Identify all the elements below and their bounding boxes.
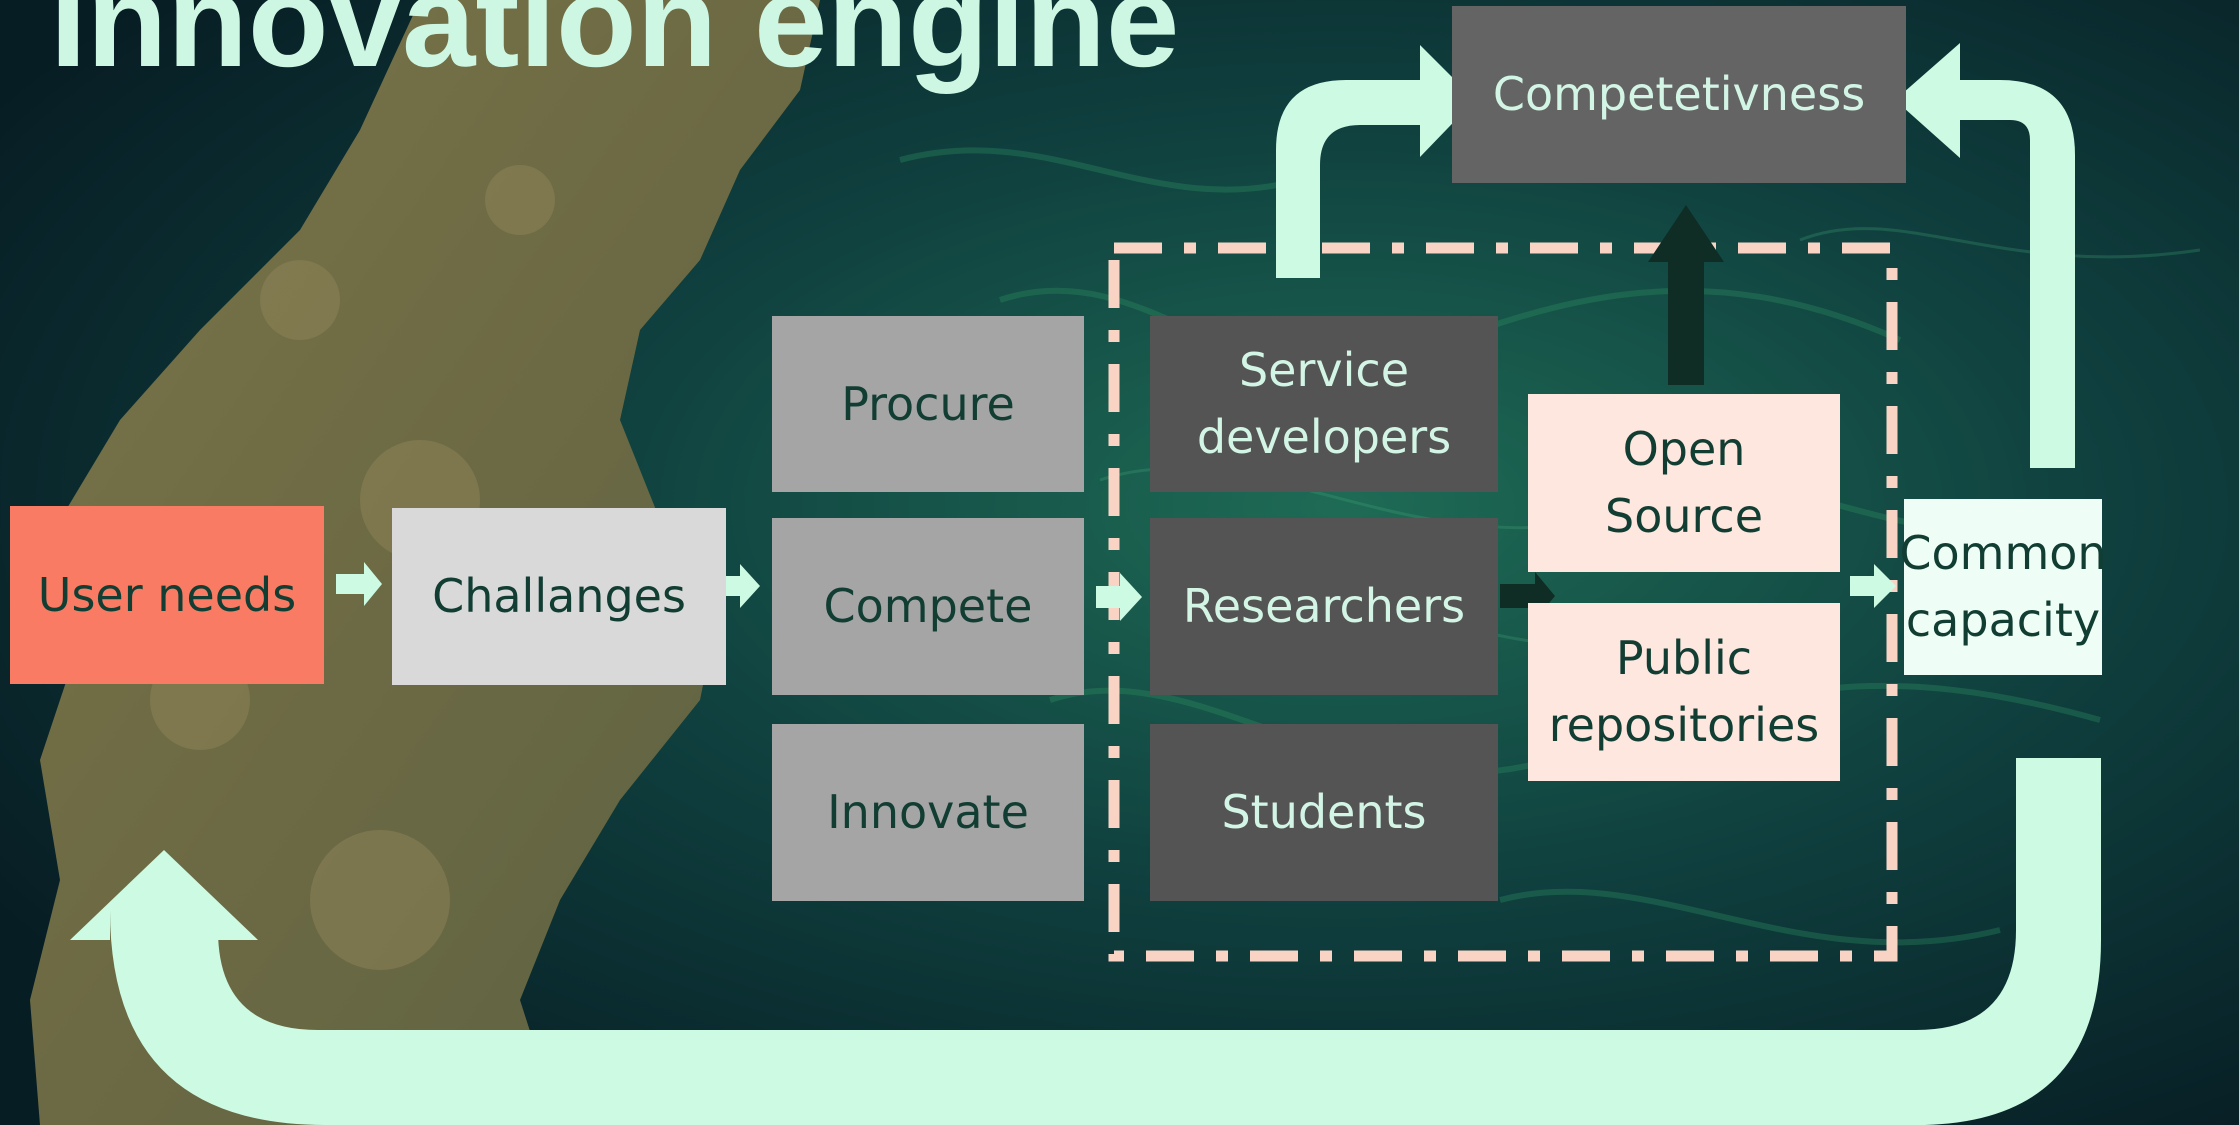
students-box: Students xyxy=(1150,724,1498,901)
user-needs-box: User needs xyxy=(10,506,324,684)
common-capacity-box: Common capacity xyxy=(1899,499,2107,675)
procure-box: Procure xyxy=(772,316,1084,492)
public-repositories-box: Public repositories xyxy=(1528,603,1840,781)
common-capacity-label: Common capacity xyxy=(1899,526,2107,647)
public-repositories-label: Public repositories xyxy=(1548,631,1820,752)
repos-up-arrow xyxy=(1648,205,1724,385)
compete-label: Compete xyxy=(823,579,1033,634)
actions-arrow xyxy=(1096,573,1142,621)
researchers-box: Researchers xyxy=(1150,518,1498,695)
open-source-label: Open Source xyxy=(1605,422,1763,543)
frame-to-competitiveness-arrow xyxy=(1276,45,1475,278)
innovate-box: Innovate xyxy=(772,724,1084,901)
competitiveness-box: Competetivness xyxy=(1452,6,1906,183)
feedback-loop-arrow xyxy=(70,758,2101,1125)
challenges-arrow xyxy=(716,564,760,608)
open-source-box: Open Source xyxy=(1528,394,1840,572)
slide-title: Innovation engine xyxy=(50,0,1180,94)
competitiveness-label: Competetivness xyxy=(1492,67,1866,122)
capacity-to-competitiveness-arrow xyxy=(1895,43,2075,468)
user-needs-arrow xyxy=(336,562,382,606)
procure-label: Procure xyxy=(841,376,1015,431)
challenges-label: Challanges xyxy=(432,569,686,624)
service-developers-label: Service developers xyxy=(1196,343,1452,464)
researchers-label: Researchers xyxy=(1182,579,1466,634)
compete-box: Compete xyxy=(772,518,1084,695)
repos-to-capacity-arrow xyxy=(1850,564,1896,608)
innovate-label: Innovate xyxy=(827,785,1029,840)
students-label: Students xyxy=(1221,785,1427,840)
challenges-box: Challanges xyxy=(392,508,726,685)
service-developers-box: Service developers xyxy=(1150,316,1498,492)
user-needs-label: User needs xyxy=(37,567,297,622)
